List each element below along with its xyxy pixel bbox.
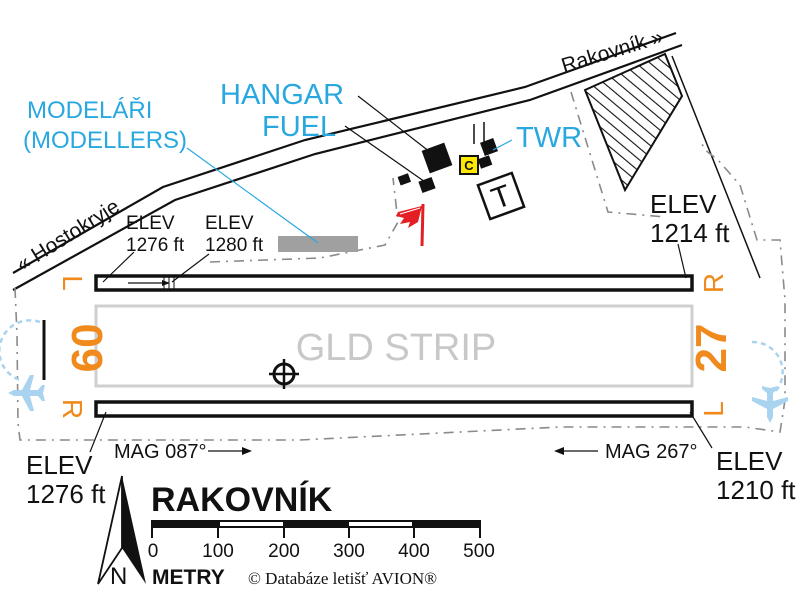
elev-label-ne: ELEV xyxy=(650,189,717,219)
elev-label-nw: ELEV xyxy=(126,213,175,234)
landing-t-marker xyxy=(476,171,526,221)
tower-antenna xyxy=(473,122,485,144)
scale-tick-500: 500 xyxy=(463,541,495,562)
windsock-icon xyxy=(396,203,425,247)
elev-label-nmid: ELEV xyxy=(205,213,254,234)
runway-designator-09: 09 xyxy=(62,324,111,373)
runway-south xyxy=(94,400,694,418)
mag-heading-west: MAG 087° xyxy=(114,441,206,463)
displaced-threshold-arrow xyxy=(128,277,175,289)
scale-unit-label: METRY xyxy=(152,566,225,589)
side-road xyxy=(671,55,761,279)
scale-tick-300: 300 xyxy=(333,541,365,562)
north-arrow-icon xyxy=(97,475,146,585)
scale-tick-400: 400 xyxy=(398,541,430,562)
boundary-north-segment xyxy=(209,177,399,263)
marker-R-northeast: R xyxy=(698,273,729,293)
airport-name: RAKOVNÍK xyxy=(151,481,333,519)
north-label: N xyxy=(110,563,127,590)
aerodrome-reference-point-icon xyxy=(269,359,299,389)
modellers-label-line1: MODELÁŘI xyxy=(27,97,152,124)
mag-heading-east: MAG 267° xyxy=(605,441,697,463)
road-label-hostokryje: « Hostokryje xyxy=(12,195,123,276)
circuit-plane-east-icon xyxy=(752,386,788,423)
glider-strip-label: GLD STRIP xyxy=(296,327,497,369)
mag-arrow-east-head xyxy=(554,447,564,455)
runway-designator-27: 27 xyxy=(687,324,736,373)
marker-R-southwest: R xyxy=(57,399,88,419)
aerodrome-boundary xyxy=(14,139,786,441)
scale-ticks: 0 100 200 300 400 500 xyxy=(148,541,495,562)
scale-tick-0: 0 xyxy=(148,541,159,562)
tower-building xyxy=(480,138,498,156)
hangar-label: HANGAR xyxy=(220,79,344,111)
circuit-arc-west xyxy=(0,319,41,382)
glider-strip xyxy=(94,304,694,388)
elev-value-nw: 1276 ft xyxy=(126,235,185,256)
hatched-area xyxy=(583,52,684,193)
runway-north xyxy=(94,274,694,292)
elev-label-sw: ELEV xyxy=(26,450,93,480)
elev-value-ne: 1214 ft xyxy=(650,218,730,248)
fuel-label: FUEL xyxy=(262,111,336,143)
copyright-note: © Databáze letišť AVION® xyxy=(248,569,437,588)
scale-bar xyxy=(151,520,481,538)
label-leaders xyxy=(89,95,713,453)
scale-tick-100: 100 xyxy=(202,541,234,562)
main-road xyxy=(12,31,683,291)
scale-tick-200: 200 xyxy=(268,541,300,562)
elev-value-sw: 1276 ft xyxy=(26,479,106,509)
circuit-plane-west-icon xyxy=(8,375,45,411)
elev-label-se: ELEV xyxy=(716,446,783,476)
elev-value-se: 1210 ft xyxy=(716,475,796,505)
modellers-label-line2: (MODELLERS) xyxy=(23,127,187,154)
c-marker-box xyxy=(459,155,479,175)
hangar-building xyxy=(421,142,453,174)
c-marker-label: C xyxy=(464,158,474,173)
elev-value-nmid: 1280 ft xyxy=(205,235,264,256)
marker-L-southeast: L xyxy=(698,401,729,417)
small-building xyxy=(397,173,412,186)
circuit-arc-east xyxy=(751,340,784,393)
modellers-area xyxy=(278,236,358,252)
mag-arrow-west-head xyxy=(242,447,252,455)
tower-label: TWR xyxy=(516,122,582,154)
boundary-east-segment xyxy=(570,91,666,218)
tower-annex xyxy=(477,155,493,169)
marker-L-northwest: L xyxy=(57,275,88,291)
